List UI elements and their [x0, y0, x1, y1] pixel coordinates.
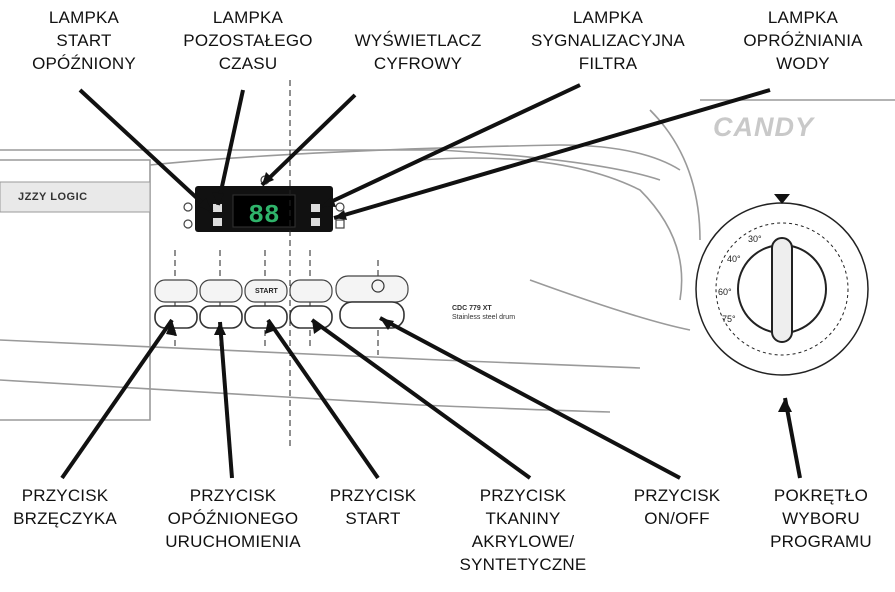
knob-temp-30: 30°	[748, 234, 762, 244]
arrowhead-icon	[212, 192, 224, 205]
arrow-heads	[166, 172, 792, 412]
label-line: LAMPKA	[572, 8, 644, 27]
label-program-knob: POKRĘTŁO WYBORU PROGRAMU	[756, 484, 886, 553]
label-line: WODY	[776, 54, 830, 73]
display-digits: 88	[248, 200, 279, 230]
label-digital-display: WYŚWIETLACZ CYFROWY	[348, 29, 488, 75]
arrowhead-icon	[334, 210, 347, 220]
label-line: PROGRAMU	[770, 532, 872, 551]
label-line: LAMPKA	[212, 8, 284, 27]
label-line: WYŚWIETLACZ	[354, 31, 482, 50]
arrowhead-icon	[214, 322, 226, 335]
arrowhead-icon	[166, 320, 177, 336]
control-panel	[0, 99, 895, 421]
digital-display-window	[232, 194, 296, 228]
label-line: OPÓŹNIONEGO	[167, 509, 299, 528]
arrowhead-icon	[380, 318, 394, 330]
label-onoff-button: PRZYCISK ON/OFF	[622, 484, 732, 530]
program-knob-group	[695, 194, 869, 376]
label-line: START	[345, 509, 401, 528]
label-line: CZASU	[218, 54, 278, 73]
arrowhead-icon	[312, 320, 324, 334]
start-key-text: START	[255, 288, 278, 295]
label-line: AKRYLOWE/	[471, 532, 575, 551]
arrowhead-icon	[265, 320, 276, 334]
model-label: CDC 779 XT Stainless steel drum	[452, 304, 515, 322]
label-line: SYGNALIZACYJNA	[531, 31, 685, 50]
label-line: WYBORU	[782, 509, 860, 528]
knob-temp-60: 60°	[718, 287, 732, 297]
brand-strip-text: JZZY LOGIC	[18, 191, 88, 203]
lamp-drain-indicator	[311, 218, 320, 226]
label-line: START	[56, 31, 112, 50]
label-line: LAMPKA	[767, 8, 839, 27]
label-fabric-button: PRZYCISK TKANINY AKRYLOWE/ SYNTETYCZNE	[448, 484, 598, 576]
model-line-1: CDC 779 XT	[452, 305, 492, 312]
label-line: URUCHOMIENIA	[165, 532, 301, 551]
fabric-button[interactable]	[289, 305, 333, 329]
label-lamp-start-delay: LAMPKA START OPÓŹNIONY	[14, 6, 154, 75]
label-start-button: PRZYCISK START	[318, 484, 428, 530]
candy-logo: CANDY	[713, 112, 815, 142]
label-line: TKANINY	[485, 509, 561, 528]
label-line: PRZYCISK	[479, 486, 567, 505]
label-line: OPÓŹNIONY	[32, 54, 136, 73]
label-line: OPRÓŻNIANIA	[743, 31, 863, 50]
label-line: SYNTETYCZNE	[459, 555, 587, 574]
knob-grip	[771, 237, 793, 343]
label-line: PRZYCISK	[329, 486, 417, 505]
lamp-filter-indicator	[311, 204, 320, 212]
label-lamp-remaining-time: LAMPKA POZOSTAŁEGO CZASU	[178, 6, 318, 75]
button-icon-row	[154, 275, 409, 303]
buzzer-button[interactable]	[154, 305, 198, 329]
model-line-2: Stainless steel drum	[452, 314, 516, 321]
start-button[interactable]	[244, 305, 288, 329]
label-line: CYFROWY	[373, 54, 463, 73]
label-line: PRZYCISK	[189, 486, 277, 505]
label-lamp-water-drain: LAMPKA OPRÓŻNIANIA WODY	[728, 6, 878, 75]
guide-lines	[174, 80, 379, 450]
label-line: PRZYCISK	[633, 486, 721, 505]
label-buzzer-button: PRZYCISK BRZĘCZYKA	[0, 484, 130, 530]
label-delay-start-button: PRZYCISK OPÓŹNIONEGO URUCHOMIENIA	[158, 484, 308, 553]
label-lamp-filter: LAMPKA SYGNALIZACYJNA FILTRA	[528, 6, 688, 75]
lamp-start-delay-indicator	[213, 204, 222, 212]
arrowhead-icon	[198, 198, 212, 212]
knob-pointer-icon	[774, 194, 790, 204]
label-line: LAMPKA	[48, 8, 120, 27]
knob-ring	[715, 222, 849, 356]
buttons-row	[154, 301, 405, 329]
knob-temp-40: 40°	[727, 254, 741, 264]
label-line: FILTRA	[578, 54, 638, 73]
label-line: POKRĘTŁO	[773, 486, 869, 505]
power-icon	[371, 279, 385, 293]
arrowhead-icon	[322, 196, 336, 207]
arrowhead-icon	[262, 172, 274, 185]
label-line: PRZYCISK	[21, 486, 109, 505]
knob-temp-75: 75°	[722, 314, 736, 324]
brand-strip	[0, 181, 151, 213]
arrowhead-icon	[778, 398, 792, 412]
label-line: ON/OFF	[644, 509, 710, 528]
lamp-remaining-time-indicator	[213, 218, 222, 226]
label-line: BRZĘCZYKA	[13, 509, 117, 528]
label-line: POZOSTAŁEGO	[183, 31, 313, 50]
